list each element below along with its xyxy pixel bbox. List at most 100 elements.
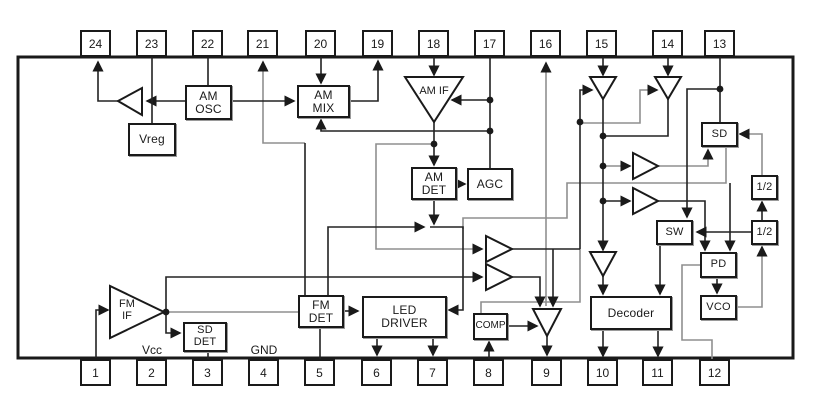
pd-label: PD [710,258,727,271]
sd-det-label-2: DET [193,336,217,348]
block-am-osc: AM OSC [185,85,232,120]
decoder-input-amp [588,251,618,279]
am-osc-label-2: OSC [195,101,222,116]
wire-segment [681,264,713,359]
pin-top-22: 22 [192,30,223,57]
fm-if-amp [109,284,167,340]
junction-dot [486,96,494,104]
pin-bottom-12: 12 [699,359,730,386]
wire-segment [95,304,110,358]
block-vreg: Vreg [128,123,176,156]
gray-wires [163,60,768,359]
agc-label: AGC [476,176,504,191]
am-mix-label-2: MIX [312,100,335,115]
pin-top-20: 20 [305,30,336,57]
pin-bottom-2: 2 [136,359,167,386]
junction-dot [599,132,607,140]
wire-segment [165,271,484,312]
gnd-text: GND [250,343,278,357]
pin-top-19: 19 [362,30,393,57]
led-driver-label-2: DRIVER [381,316,428,330]
fm-det-label-1: FM [312,297,330,312]
am-if-amp [403,76,465,124]
junction-dot [486,127,494,135]
vcc-label: Vcc [138,343,166,357]
block-comp: COMP [473,313,508,340]
half-lower-label: 1/2 [756,225,773,238]
junction-dot [576,118,584,126]
wire-segment [165,312,182,339]
amp-d [485,262,515,292]
block-am-det: AM DET [411,167,457,200]
pin-top-13: 13 [704,30,735,57]
wire-segment [738,128,763,175]
am-det-label-2: DET [421,182,447,197]
block-pd: PD [700,252,737,278]
wire-segment [658,148,714,167]
pin-bottom-1: 1 [80,359,111,386]
wire-segment [737,245,768,308]
comp-label: COMP [475,320,506,332]
junction-dot [599,197,607,205]
block-fm-det: FM DET [298,295,344,328]
block-sd: SD [701,122,738,147]
am-det-label-1: AM [424,169,444,184]
amp-2 [632,186,661,216]
block-am-mix: AM MIX [297,85,350,118]
pin-top-18: 18 [418,30,449,57]
am-mix-label-1: AM [314,87,333,102]
pin-bottom-4: 4 [248,359,279,386]
wire-segment [580,84,659,124]
dark-wires [92,57,768,359]
junction-dot [430,140,438,148]
vreg-label: Vreg [139,132,165,147]
pin-bottom-8: 8 [473,359,504,386]
amp-triangles [109,76,683,340]
pin-bottom-9: 9 [531,359,562,386]
wire-segment [603,99,669,137]
pin-bottom-11: 11 [642,359,673,386]
pin-bottom-10: 10 [587,359,618,386]
mpx-amp-a [588,76,618,101]
amp-1 [632,151,661,181]
pin-top-16: 16 [530,30,561,57]
junction-dot [716,85,724,93]
block-agc: AGC [467,168,513,200]
buffer-amp-left [115,86,143,117]
block-sd-det: SD DET [183,322,227,352]
block-decoder: Decoder [590,296,672,330]
pin-top-14: 14 [652,30,683,57]
mpx-amp-b [653,76,683,101]
wire-segment [257,60,305,144]
vcc-text: Vcc [141,343,162,357]
pin-top-23: 23 [136,30,167,57]
pin-top-15: 15 [586,30,617,57]
wire-segment [350,59,384,102]
block-sw: SW [656,220,693,245]
junction-dot [599,162,607,170]
half-upper-label: 1/2 [756,180,773,193]
gnd-label: GND [247,343,281,357]
vco-label: VCO [706,300,731,313]
sd-label: SD [711,127,728,140]
block-half-lower: 1/2 [751,220,778,245]
wire-segment [579,84,594,122]
wire-segment [315,118,490,132]
wire-segment [375,143,484,255]
pin-bottom-7: 7 [417,359,448,386]
block-led-driver: LED DRIVER [362,296,447,338]
pin-top-21: 21 [247,30,278,57]
pin-bottom-3: 3 [192,359,223,386]
sd-det-label-1: SD [197,324,213,337]
led-driver-label-1: LED [392,303,417,318]
pin-top-24: 24 [80,30,111,57]
wire-segment [480,249,581,313]
am-osc-label-1: AM [199,88,218,103]
wire-segment [462,147,727,229]
wire-segment [681,88,720,219]
pin-bottom-6: 6 [361,359,392,386]
wire-segment [512,276,546,308]
sw-label: SW [665,225,684,238]
